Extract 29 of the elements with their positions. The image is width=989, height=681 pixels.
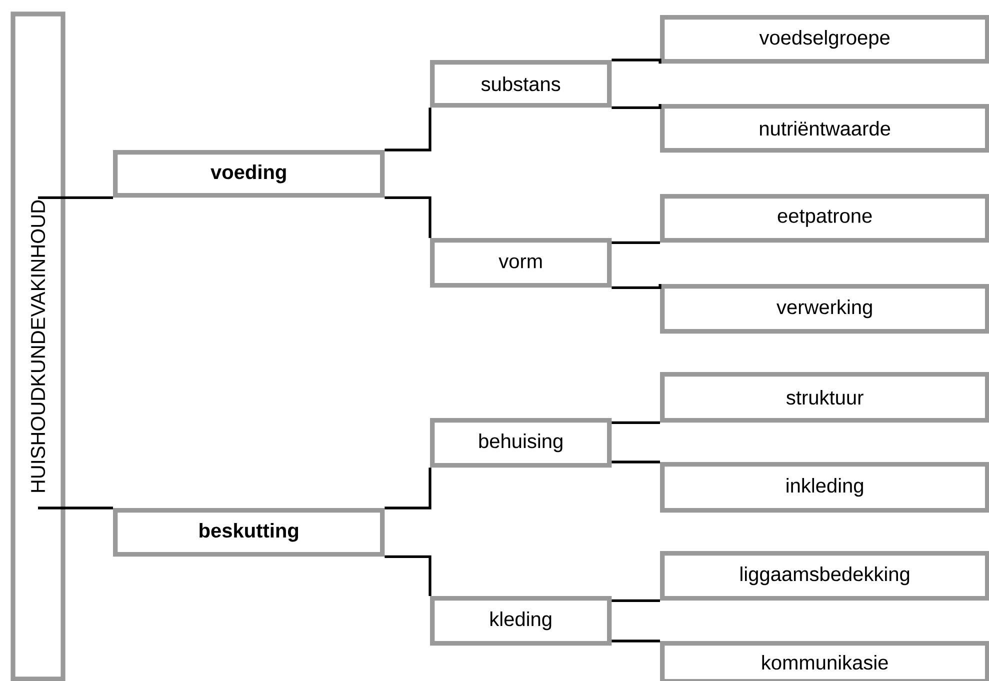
topic-box: eetpatrone xyxy=(660,194,989,243)
subcategory-box: vorm xyxy=(430,238,612,288)
connector-line xyxy=(612,640,660,642)
category-box: voeding xyxy=(113,150,385,198)
connector-line xyxy=(612,58,662,64)
connector-line xyxy=(384,468,432,510)
connector-line xyxy=(38,196,113,199)
connector-line xyxy=(612,460,660,464)
topic-box: inkleding xyxy=(660,462,989,513)
category-box: beskutting xyxy=(113,508,385,557)
connector-line xyxy=(384,196,432,238)
connector-line xyxy=(612,284,662,289)
connector-line xyxy=(384,108,432,152)
topic-box: verwerking xyxy=(660,284,989,334)
connector-line xyxy=(612,241,660,244)
topic-box: liggaamsbedekking xyxy=(660,551,989,601)
topic-box: nutriëntwaarde xyxy=(660,104,989,153)
topic-box: struktuur xyxy=(660,372,989,423)
topic-box: kommunikasie xyxy=(660,641,989,681)
connector-line xyxy=(384,555,432,596)
title-bar: HUISHOUDKUNDEVAKINHOUD xyxy=(10,12,66,681)
subcategory-box: kleding xyxy=(430,596,612,646)
connector-line xyxy=(612,104,662,109)
connector-line xyxy=(612,421,660,424)
connector-line xyxy=(612,599,660,602)
subcategory-box: behuising xyxy=(430,418,612,468)
topic-box: voedselgroepe xyxy=(660,15,989,64)
subcategory-box: substans xyxy=(430,60,612,108)
connector-line xyxy=(38,506,113,510)
